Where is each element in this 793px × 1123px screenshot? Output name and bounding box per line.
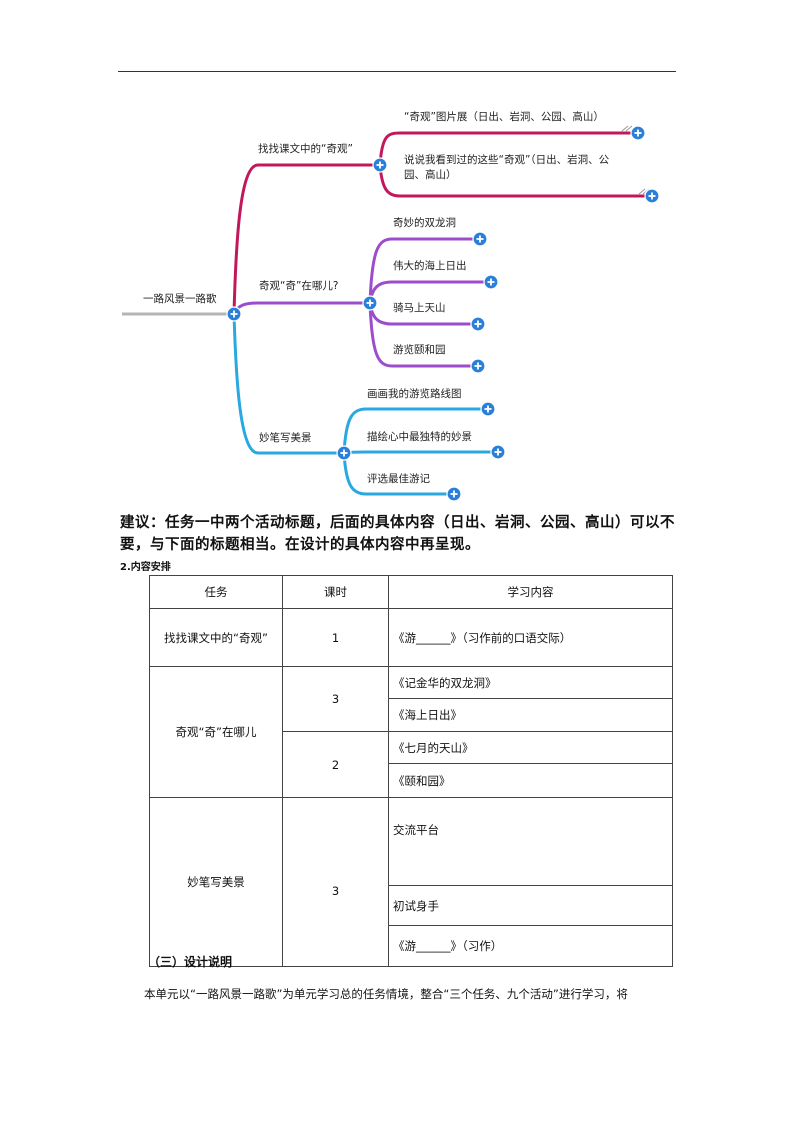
table-row: 《游______》（习作） <box>150 925 673 967</box>
branch-2-child-2-label: 伟大的海上日出 <box>393 259 467 272</box>
branch-2-child-1-line <box>368 237 479 304</box>
hours-cell: 3 <box>282 666 389 732</box>
branch-2-child-2-line <box>368 280 490 304</box>
branch-1-label: 找找课文中的“奇观” <box>258 142 353 155</box>
branch-2-child-4-line <box>368 302 477 368</box>
expand-plus-icon[interactable] <box>362 295 378 311</box>
expand-plus-icon[interactable] <box>470 358 486 374</box>
resize-grip <box>638 188 646 195</box>
expand-plus-icon[interactable] <box>472 231 488 247</box>
resize-grip <box>621 125 629 132</box>
expand-plus-icon[interactable] <box>483 274 499 290</box>
table-row: 2 《七月的天山》 <box>150 731 673 798</box>
table-row: 妙笔写美景 3 交流平台 <box>149 797 673 967</box>
branch-3-child-2-label: 描绘心中最独特的妙景 <box>367 430 472 443</box>
content-cell: 交流平台 <box>388 797 673 886</box>
content-cell: 《游______》（习作前的口语交际） <box>388 608 673 667</box>
branch-3-child-1-label: 画画我的游览路线图 <box>367 387 462 400</box>
branch-1-child-1-line <box>378 131 635 166</box>
branch-1-child-1-label: “奇观”图片展（日出、岩洞、公园、高山） <box>404 110 604 123</box>
branch-1-connector <box>232 163 378 315</box>
header-task: 任务 <box>149 575 283 609</box>
branch-2-connector <box>232 301 368 315</box>
content-cell: 《颐和园》 <box>388 763 673 798</box>
task-cell: 找找课文中的“奇观” <box>149 608 283 667</box>
content-cell: 初试身手 <box>388 885 673 926</box>
content-cell: 《记金华的双龙洞》 <box>388 666 673 699</box>
body-paragraph: 本单元以“一路风景一路歌”为单元学习总的任务情境，整合“三个任务、九个活动”进行… <box>144 987 628 1001</box>
mind-map: 一路风景一路歌 找找课文中的“奇观” “奇观”图片展（日出、岩洞、公园、高山） … <box>122 110 660 502</box>
content-cell: 《海上日出》 <box>388 698 673 732</box>
top-rule <box>118 71 676 72</box>
hours-cell: 3 <box>282 797 389 967</box>
branch-1-child-2-label-line1: 说说我看到过的这些“奇观”（日出、岩洞、公 <box>404 153 610 166</box>
section-heading: 2.内容安排 <box>120 562 171 573</box>
task-cell: 奇观“奇”在哪儿 <box>149 666 283 798</box>
design-notes-heading: （三）设计说明 <box>148 955 233 969</box>
task-cell: 妙笔写美景 <box>149 797 283 967</box>
header-content: 学习内容 <box>388 575 673 609</box>
hours-cell: 1 <box>282 608 389 667</box>
expand-plus-icon[interactable] <box>490 444 506 460</box>
resize-grip <box>625 125 633 132</box>
branch-3-child-3-line <box>342 452 454 496</box>
expand-plus-icon[interactable] <box>226 306 242 322</box>
table-row: 《海上日出》 <box>150 698 673 732</box>
branch-2-label: 奇观“奇”在哪儿? <box>259 279 338 292</box>
content-cell: 《七月的天山》 <box>388 731 673 764</box>
content-cell: 《游______》（习作） <box>388 925 673 967</box>
branch-1-child-2-label-line2: 园、高山） <box>404 168 457 181</box>
root-node: 一路风景一路歌 <box>143 292 217 305</box>
table-row: 奇观“奇”在哪儿 3 《记金华的双龙洞》 <box>149 666 673 798</box>
branch-3-child-1-line <box>342 407 488 454</box>
expand-plus-icon[interactable] <box>470 316 486 332</box>
header-hours: 课时 <box>282 575 389 609</box>
expand-plus-icon[interactable] <box>372 157 388 173</box>
branch-3-connector <box>232 313 342 455</box>
suggestion-text: 建议：任务一中两个活动标题，后面的具体内容（日出、岩洞、公园、高山）可以不要，与… <box>120 514 675 553</box>
branch-3-child-3-label: 评选最佳游记 <box>367 472 430 485</box>
expand-plus-icon[interactable] <box>630 125 646 141</box>
branch-3-child-2-line <box>343 450 498 455</box>
expand-plus-icon[interactable] <box>480 401 496 417</box>
branch-3-label: 妙笔写美景 <box>259 431 312 444</box>
hours-cell: 2 <box>282 731 389 798</box>
expand-plus-icon[interactable] <box>446 486 462 502</box>
table-header-row: 任务 课时 学习内容 <box>149 575 673 609</box>
expand-plus-icon[interactable] <box>644 188 660 204</box>
table-row: 《颐和园》 <box>150 763 673 798</box>
table-row: 找找课文中的“奇观” 1 《游______》（习作前的口语交际） <box>149 608 673 667</box>
branch-2-child-1-label: 奇妙的双龙洞 <box>393 216 456 229</box>
content-plan-table: 任务 课时 学习内容 找找课文中的“奇观” 1 《游______》（习作前的口语… <box>149 575 673 967</box>
branch-2-child-3-label: 骑马上天山 <box>393 301 446 314</box>
expand-plus-icon[interactable] <box>336 445 352 461</box>
branch-2-child-4-label: 游览颐和园 <box>393 343 446 356</box>
